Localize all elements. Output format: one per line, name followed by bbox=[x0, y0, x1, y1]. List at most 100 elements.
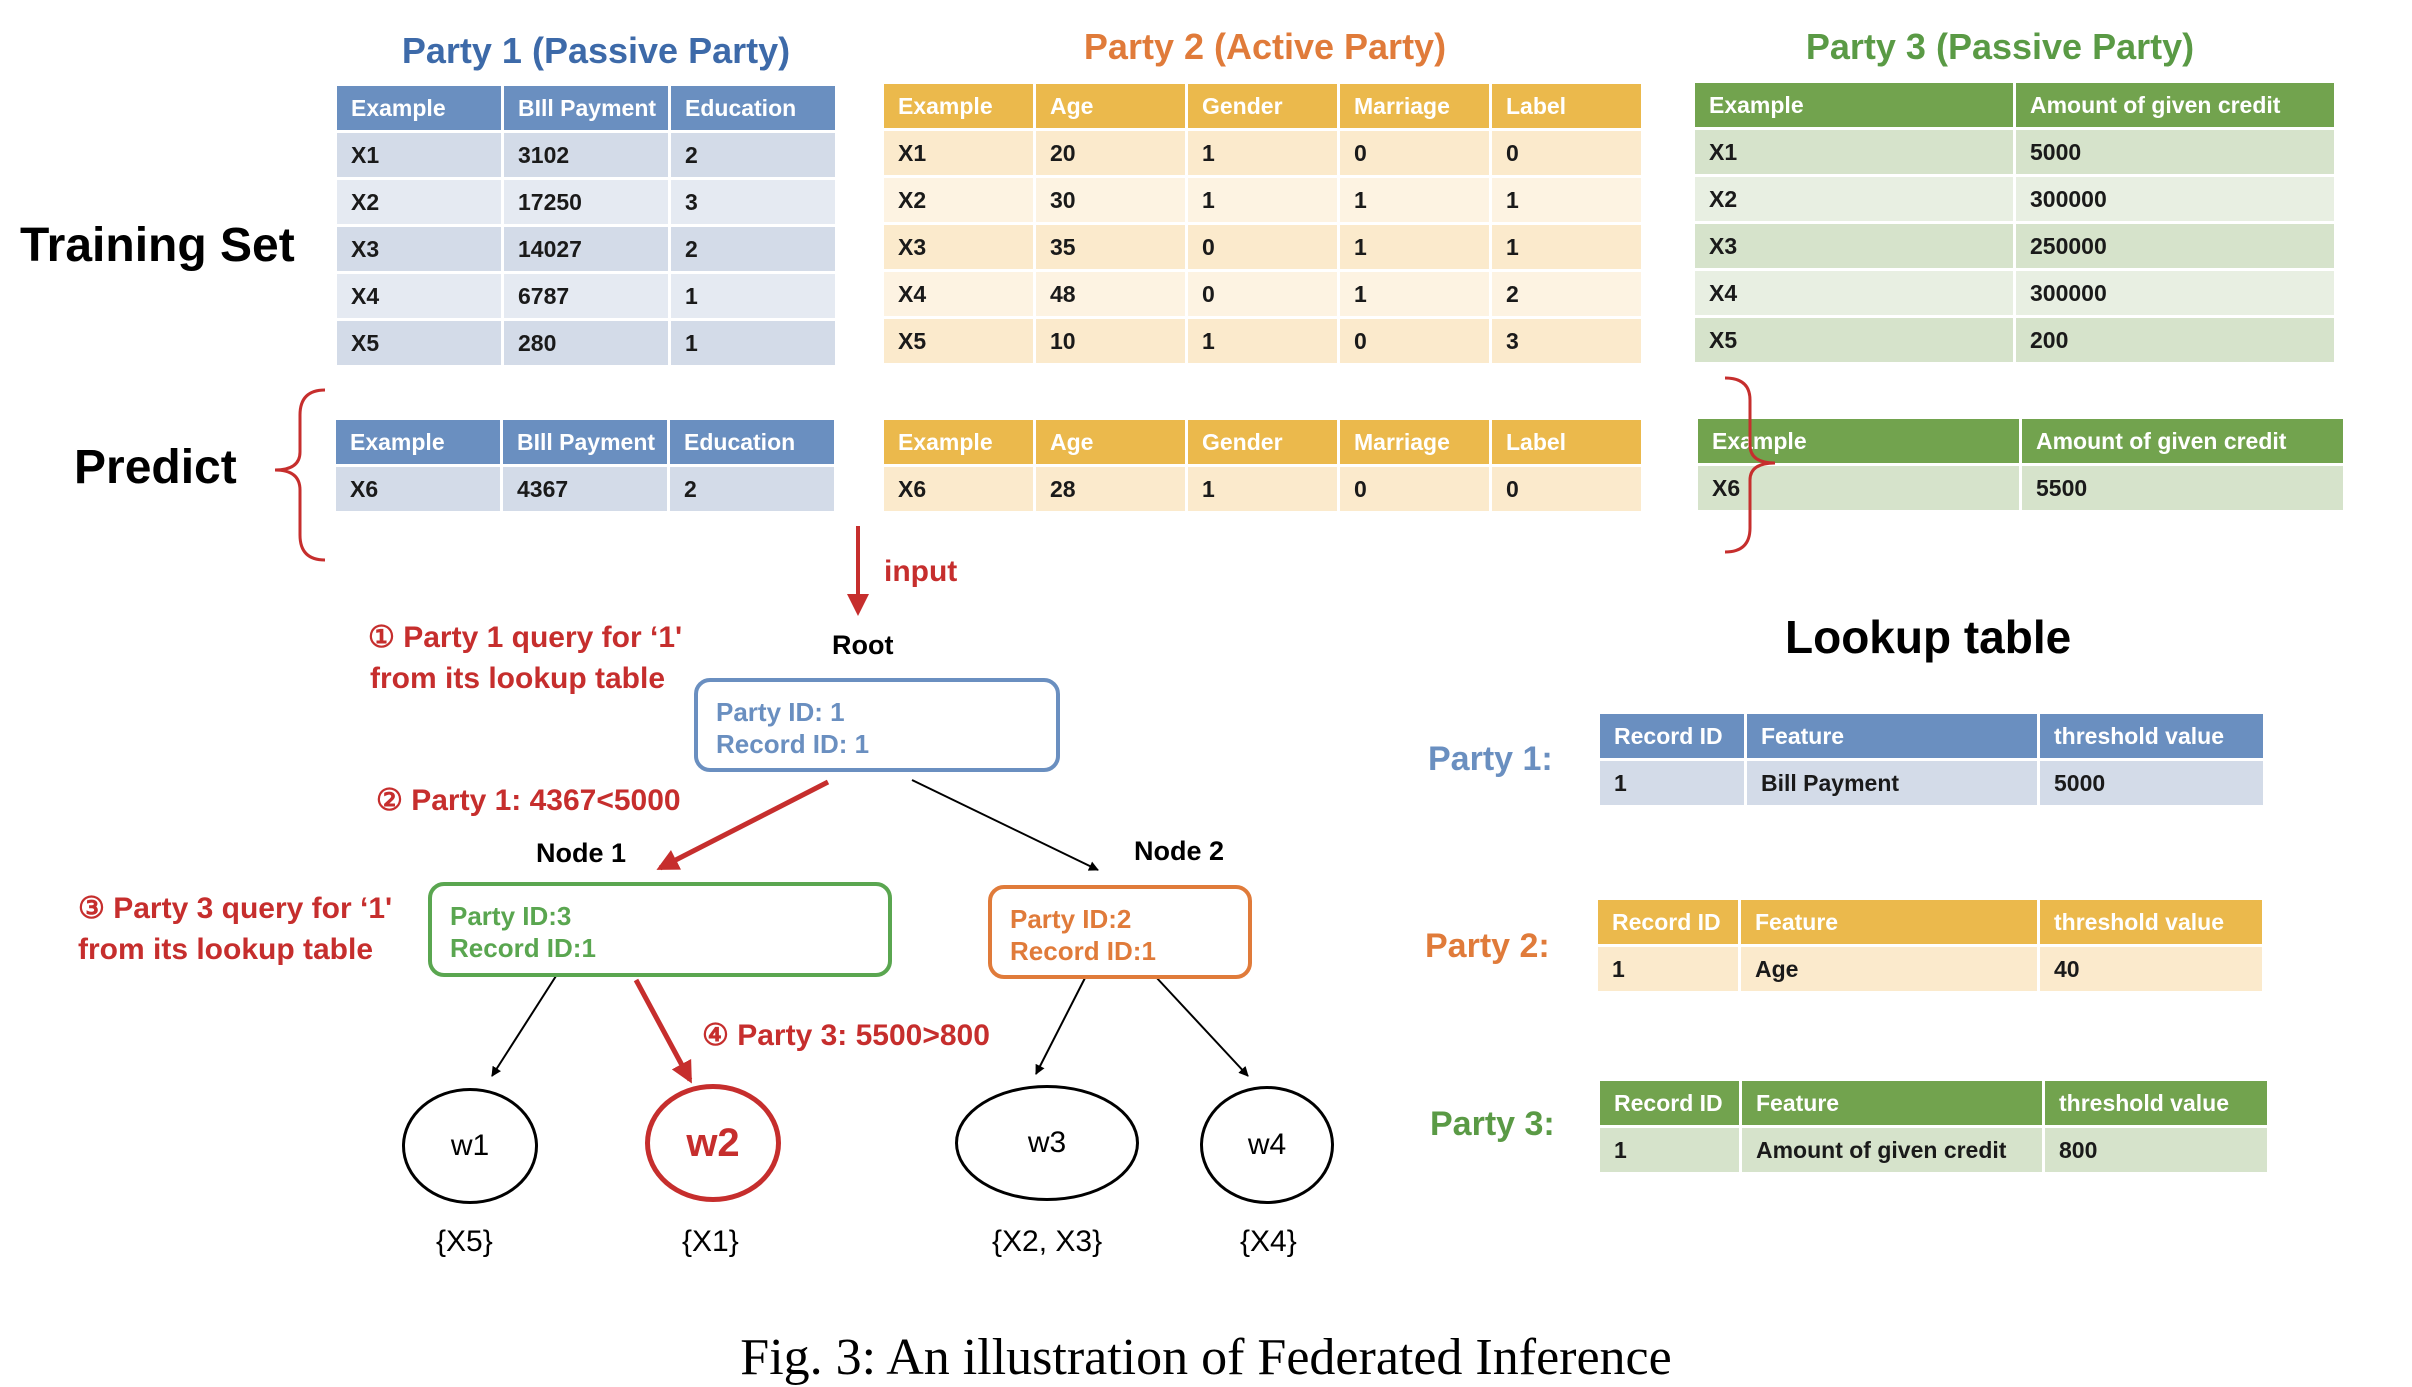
table-cell: 48 bbox=[1036, 272, 1185, 319]
leaf-w1: w1 bbox=[402, 1088, 538, 1204]
lookup-party3-label: Party 3: bbox=[1430, 1105, 1555, 1143]
table-cell: Bill Payment bbox=[1747, 761, 2037, 808]
root-title: Root bbox=[832, 630, 894, 660]
table-cell: 0 bbox=[1492, 467, 1641, 514]
predict-right-bracket bbox=[1724, 376, 1776, 554]
table-cell: X3 bbox=[337, 227, 501, 274]
root-record-id: Record ID: 1 bbox=[716, 729, 870, 759]
leaf-w3-set: {X2, X3} bbox=[992, 1225, 1103, 1258]
table-cell: 2 bbox=[670, 467, 834, 514]
column-header: Record ID bbox=[1600, 714, 1744, 761]
column-header: Example bbox=[1695, 83, 2013, 130]
column-header: threshold value bbox=[2040, 714, 2263, 761]
table-cell: 3 bbox=[1492, 319, 1641, 366]
leaf-w2: w2 bbox=[645, 1084, 781, 1202]
table-cell: 30 bbox=[1036, 178, 1185, 225]
table-cell: 40 bbox=[2040, 947, 2262, 994]
table-cell: 10 bbox=[1036, 319, 1185, 366]
table-cell: X3 bbox=[1695, 224, 2013, 271]
table-cell: X2 bbox=[1695, 177, 2013, 224]
predict-label: Predict bbox=[74, 441, 237, 494]
column-header: Example bbox=[884, 84, 1033, 131]
column-header: BIll Payment bbox=[503, 420, 667, 467]
root-to-node1-arrow bbox=[656, 779, 830, 871]
table-cell: X2 bbox=[884, 178, 1033, 225]
lookup-party1-label: Party 1: bbox=[1428, 740, 1553, 778]
node1-to-w2-arrow bbox=[633, 978, 693, 1084]
predict-left-bracket bbox=[274, 388, 326, 562]
table-cell: 1 bbox=[1340, 225, 1489, 272]
table-cell: 1 bbox=[1340, 272, 1489, 319]
node1-record-id: Record ID:1 bbox=[450, 933, 596, 963]
column-header: Age bbox=[1036, 420, 1185, 467]
table-cell: 5000 bbox=[2040, 761, 2263, 808]
node2-party-id: Party ID:2 bbox=[1010, 904, 1132, 934]
node1-to-w1-arrow bbox=[491, 975, 557, 1077]
table-cell: 28 bbox=[1036, 467, 1185, 514]
node2-title: Node 2 bbox=[1134, 836, 1225, 866]
table-cell: 1 bbox=[1340, 178, 1489, 225]
column-header: Feature bbox=[1741, 900, 2037, 947]
leaf-w3: w3 bbox=[955, 1085, 1139, 1201]
column-header: Marriage bbox=[1340, 84, 1489, 131]
column-header: Record ID bbox=[1598, 900, 1738, 947]
step3-line2: from its lookup table bbox=[78, 933, 374, 966]
table-cell: 280 bbox=[504, 321, 668, 368]
table-cell: X1 bbox=[884, 131, 1033, 178]
table-cell: 0 bbox=[1188, 272, 1337, 319]
table-cell: 1 bbox=[1188, 467, 1337, 514]
training-set-label: Training Set bbox=[20, 219, 295, 272]
table-cell: 2 bbox=[671, 227, 835, 274]
step3-line1: ③ Party 3 query for ‘1' bbox=[78, 892, 393, 925]
table-cell: 1 bbox=[1188, 319, 1337, 366]
table-cell: 0 bbox=[1492, 131, 1641, 178]
table-cell: 3 bbox=[671, 180, 835, 227]
table-cell: X4 bbox=[1695, 271, 2013, 318]
column-header: Record ID bbox=[1600, 1081, 1739, 1128]
table-cell: 200 bbox=[2016, 318, 2334, 365]
step1-line2: from its lookup table bbox=[370, 662, 666, 695]
leaf-w1-set: {X5} bbox=[436, 1225, 493, 1258]
table-cell: 0 bbox=[1340, 319, 1489, 366]
table-cell: 3102 bbox=[504, 133, 668, 180]
table-cell: 1 bbox=[671, 321, 835, 368]
table-cell: 6787 bbox=[504, 274, 668, 321]
table-cell: 0 bbox=[1188, 225, 1337, 272]
table-cell: 1 bbox=[1188, 178, 1337, 225]
column-header: Education bbox=[671, 86, 835, 133]
column-header: BIll Payment bbox=[504, 86, 668, 133]
table-cell: X6 bbox=[884, 467, 1033, 514]
table-cell: 4367 bbox=[503, 467, 667, 514]
input-label: input bbox=[884, 555, 958, 588]
table-cell: X1 bbox=[1695, 130, 2013, 177]
node2-to-w3-arrow bbox=[1035, 975, 1087, 1075]
node1: Party ID:3 Record ID:1 bbox=[428, 882, 892, 977]
table-cell: 17250 bbox=[504, 180, 668, 227]
node1-title: Node 1 bbox=[536, 838, 627, 868]
table-cell: 250000 bbox=[2016, 224, 2334, 271]
table-cell: 1 bbox=[1598, 947, 1738, 994]
table-cell: X1 bbox=[337, 133, 501, 180]
